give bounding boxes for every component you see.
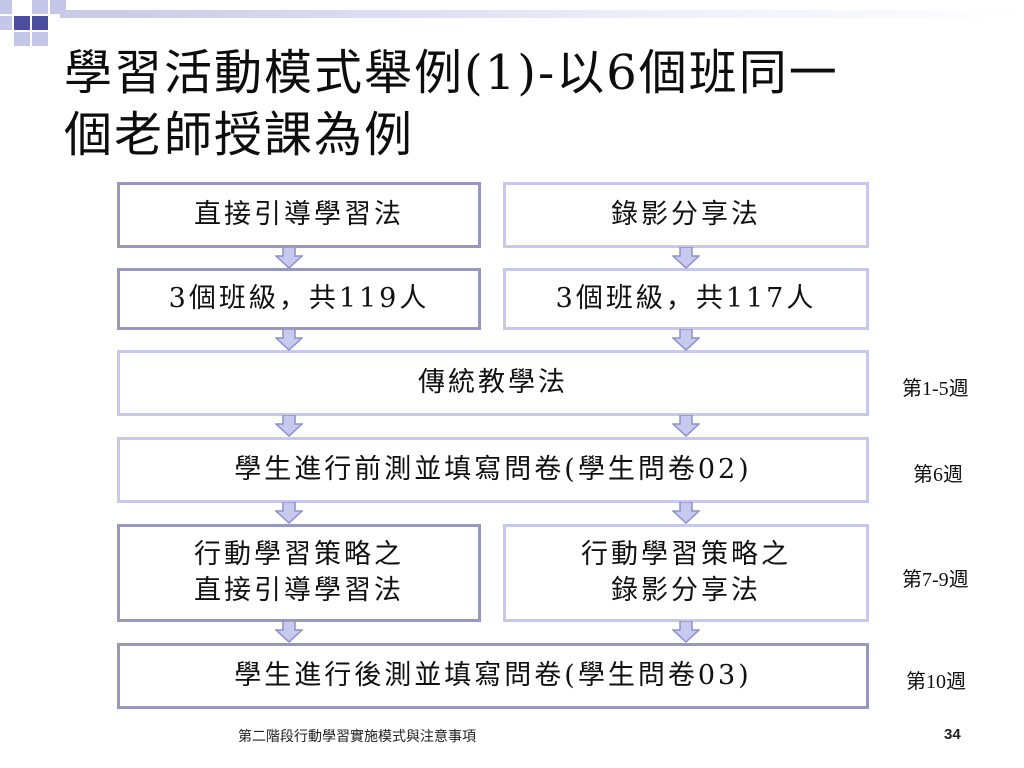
week-posttest: 第10週 (906, 671, 966, 693)
method-a-box: 直接引導學習法 (117, 182, 481, 248)
strategy-b-box: 行動學習策略之 錄影分享法 (503, 524, 869, 622)
strategy-b-line2: 錄影分享法 (611, 575, 761, 606)
week-pretest: 第6週 (913, 464, 963, 486)
down-arrow-icon (672, 247, 700, 269)
down-arrow-icon (672, 415, 700, 437)
strategy-a-line2: 直接引導學習法 (194, 575, 404, 606)
posttest-box: 學生進行後測並填寫問卷(學生問卷03) (117, 643, 869, 709)
classes-b-label: 3個班級，共117人 (555, 283, 817, 314)
classes-a-box: 3個班級，共119人 (117, 268, 481, 330)
down-arrow-icon (275, 415, 303, 437)
strategy-b-line1: 行動學習策略之 (581, 539, 791, 570)
down-arrow-icon (275, 329, 303, 351)
slide-title-line1: 學習活動模式舉例(1)-以6個班同一 (64, 45, 839, 101)
down-arrow-icon (672, 329, 700, 351)
week-strategy: 第7-9週 (902, 569, 969, 591)
strategy-a-box: 行動學習策略之 直接引導學習法 (117, 524, 481, 622)
classes-a-label: 3個班級，共119人 (168, 283, 430, 314)
strategy-a-line1: 行動學習策略之 (194, 539, 404, 570)
traditional-box: 傳統教學法 (117, 350, 869, 416)
week-traditional: 第1-5週 (902, 378, 969, 400)
pretest-box: 學生進行前測並填寫問卷(學生問卷02) (117, 437, 869, 503)
down-arrow-icon (275, 621, 303, 643)
slide-title: 學習活動模式舉例(1)-以6個班同一 個老師授課為例 (64, 42, 964, 166)
slide-footer: 第二階段行動學習實施模式與注意事項 (238, 729, 476, 745)
page-number: 34 (944, 726, 961, 743)
method-b-label: 錄影分享法 (611, 199, 761, 230)
traditional-label: 傳統教學法 (418, 367, 568, 398)
slide-title-line2: 個老師授課為例 (64, 107, 415, 163)
method-a-label: 直接引導學習法 (194, 199, 404, 230)
down-arrow-icon (672, 621, 700, 643)
pretest-label: 學生進行前測並填寫問卷(學生問卷02) (234, 454, 752, 485)
posttest-label: 學生進行後測並填寫問卷(學生問卷03) (234, 660, 752, 691)
header-rule (60, 10, 1024, 18)
classes-b-box: 3個班級，共117人 (503, 268, 869, 330)
down-arrow-icon (275, 247, 303, 269)
down-arrow-icon (275, 502, 303, 524)
method-b-box: 錄影分享法 (503, 182, 869, 248)
down-arrow-icon (672, 502, 700, 524)
